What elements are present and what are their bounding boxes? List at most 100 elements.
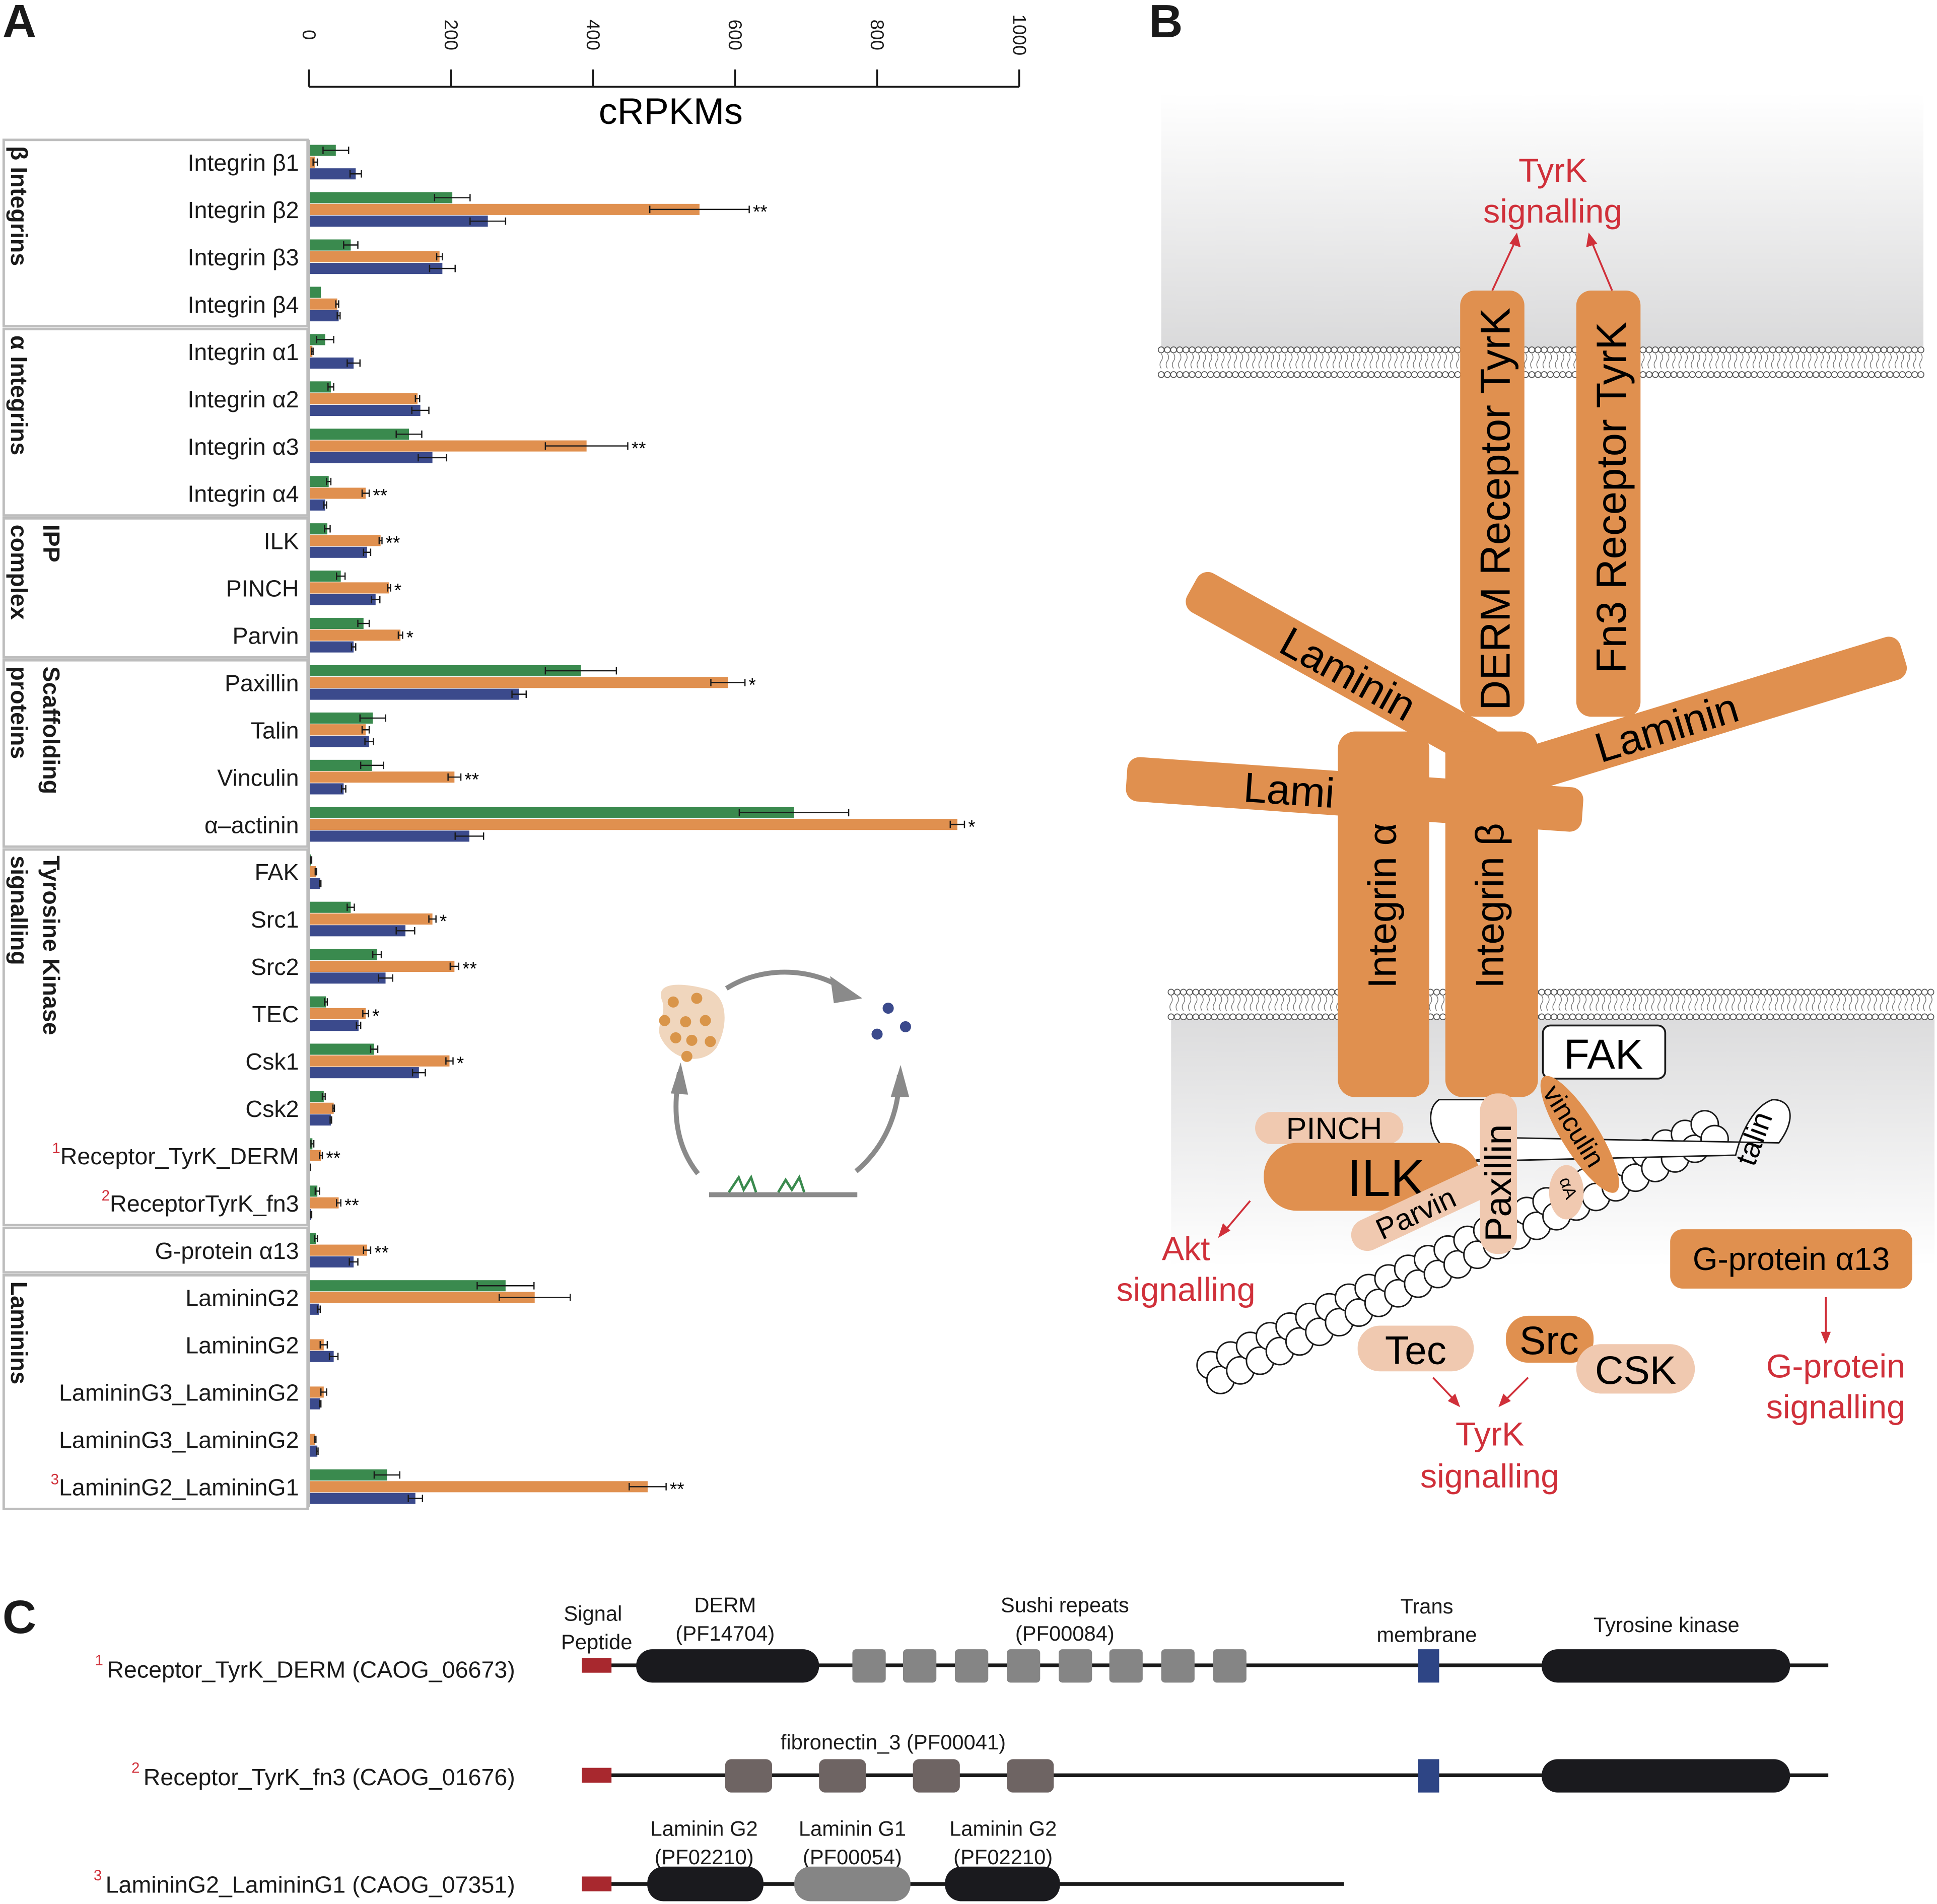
lipid-head (1325, 371, 1332, 378)
lipid-head (1417, 371, 1424, 378)
lipid-head (1787, 371, 1795, 378)
x-tick-label: 400 (583, 20, 603, 50)
lipid-head (1893, 346, 1900, 354)
lipid-head (1890, 989, 1897, 996)
lipid-head (1754, 1013, 1762, 1021)
lipid-head (1625, 989, 1632, 996)
error-bar (371, 596, 381, 604)
error-bar (309, 1211, 313, 1219)
lipid-head (1273, 989, 1280, 996)
lipid-head (1541, 346, 1548, 354)
lipid-head (1769, 346, 1776, 354)
lipid-head (1861, 346, 1869, 354)
lipid-head (1195, 371, 1202, 378)
lipid-head (1257, 371, 1264, 378)
significance-marker: ** (464, 769, 479, 790)
lipid-head (1386, 346, 1394, 354)
lipid-head (1279, 989, 1286, 996)
lipid-head (1299, 346, 1307, 354)
lipid-head (1186, 1013, 1193, 1021)
category-label: 1Receptor_TyrK_DERM (52, 1140, 299, 1169)
panel-b-label: B (1149, 0, 1183, 47)
lipid-head (1707, 371, 1714, 378)
lipid-head (1534, 371, 1542, 378)
lipid-head (1655, 989, 1663, 996)
error-bar (324, 525, 331, 533)
error-bar (363, 548, 372, 556)
error-bar (314, 868, 317, 876)
lipid-head (1281, 346, 1288, 354)
lipid-head (1411, 371, 1418, 378)
lipid-head (1831, 346, 1838, 354)
lipid-head (1343, 346, 1350, 354)
lipid-head (1831, 371, 1838, 378)
talin-shape (1446, 1099, 1791, 1162)
lipid-head (1559, 346, 1566, 354)
group-label: β Integrins (6, 146, 32, 266)
lipid-head (1748, 989, 1755, 996)
error-bar (319, 880, 322, 887)
lipid-head (1297, 989, 1304, 996)
lipid-head (1791, 1013, 1798, 1021)
lipid-head (1890, 1013, 1897, 1021)
lipid-head (1806, 346, 1814, 354)
bar-green (309, 476, 329, 487)
lipid-head (1902, 989, 1910, 996)
lipid-head (1557, 989, 1564, 996)
chart-row: Integrin α2 (187, 381, 430, 416)
lipid-head (1812, 346, 1820, 354)
lipid-head (1847, 989, 1854, 996)
lipid-head (1751, 346, 1758, 354)
lipid-head (1217, 989, 1224, 996)
lipid-head (1723, 1013, 1731, 1021)
lipid-head (1843, 371, 1850, 378)
bar-blue (309, 972, 386, 984)
lipid-head (1909, 989, 1916, 996)
significance-marker: * (968, 816, 975, 837)
lipid-head (1804, 989, 1811, 996)
lipid-head (1643, 1013, 1650, 1021)
lipid-head (1884, 1013, 1891, 1021)
lipid-head (1157, 346, 1165, 354)
lipid-head (1575, 1013, 1582, 1021)
lipid-head (1173, 1013, 1181, 1021)
integrin-alpha-label: Integrin α (1360, 823, 1405, 989)
lipid-head (1865, 989, 1873, 996)
lipid-head (1880, 346, 1888, 354)
bar-blue (309, 736, 370, 747)
bar-blue (309, 878, 320, 889)
lipid-head (1760, 989, 1768, 996)
lipid-head (1730, 989, 1737, 996)
lipid-head (1205, 989, 1212, 996)
lipid-head (1198, 989, 1206, 996)
sushi-repeat (1007, 1649, 1041, 1683)
fak-box (1542, 1024, 1667, 1080)
lipid-head (1699, 989, 1706, 996)
lipid-head (1674, 989, 1681, 996)
chart-row: LamininG3_LamininG2 (59, 1380, 327, 1409)
category-label: Integrin α4 (187, 481, 299, 507)
lipid-head (1861, 371, 1869, 378)
lipid-head (1800, 371, 1807, 378)
chart-row: 3LamininG2_LamininG1** (51, 1469, 684, 1504)
lipid-head (1849, 371, 1856, 378)
lipid-head (1312, 371, 1319, 378)
lipid-head (1781, 371, 1789, 378)
lipid-head (1639, 371, 1646, 378)
lipid-head (1705, 1013, 1712, 1021)
error-bar (395, 927, 416, 935)
lipid-head (1674, 1013, 1681, 1021)
lipid-head (1736, 1013, 1743, 1021)
lipid-head (1241, 989, 1249, 996)
lipid-head (1637, 1013, 1644, 1021)
error-bar (351, 643, 357, 651)
bar-green (309, 996, 326, 1008)
lipid-head (1726, 346, 1733, 354)
lipid-head (1349, 371, 1356, 378)
lipid-head (1841, 989, 1848, 996)
lipid-head (1631, 989, 1638, 996)
footnote-marker: 2 (102, 1187, 110, 1204)
error-bar (323, 501, 327, 509)
group-label: α Integrins (6, 335, 32, 455)
